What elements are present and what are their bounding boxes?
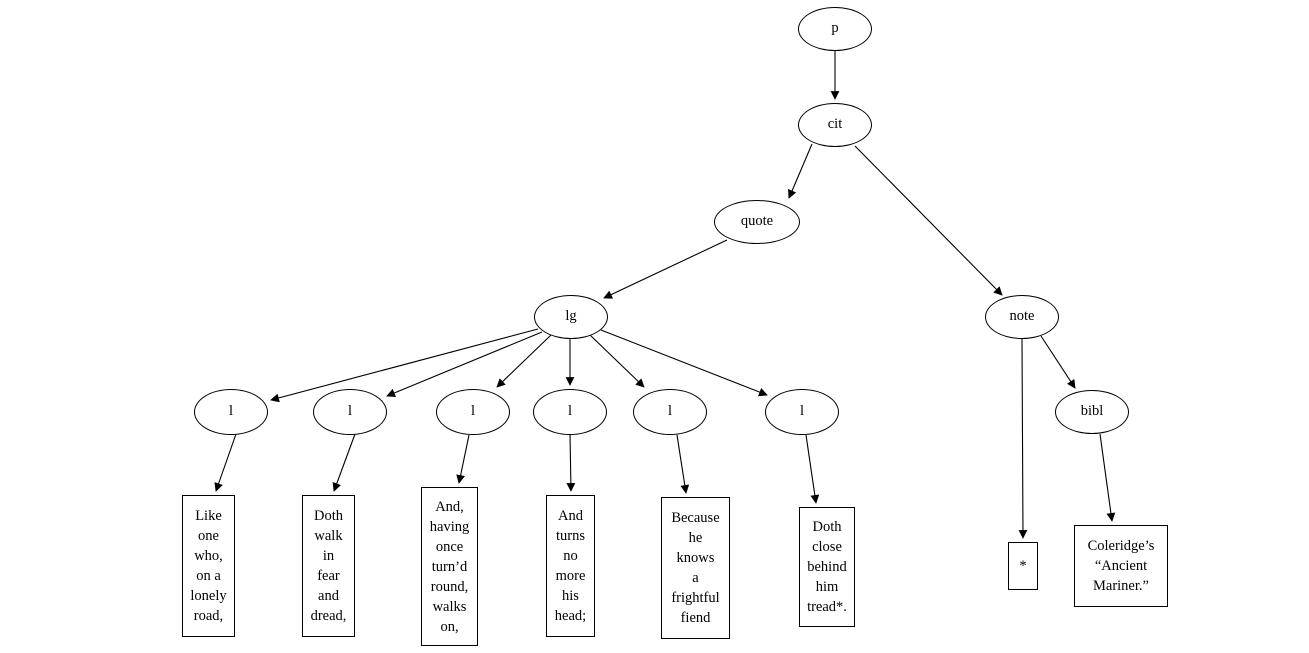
node-l-4: l xyxy=(533,389,607,435)
node-note: note xyxy=(985,295,1059,339)
edge-cit-note xyxy=(854,145,1003,296)
text-leaf-line-4: And turns no more his head; xyxy=(546,495,595,637)
node-lg: lg xyxy=(534,295,608,339)
edge-l4-text xyxy=(566,434,576,492)
text-leaf-line-5: Because he knows a frightful fiend xyxy=(661,497,730,639)
edge-l3-text xyxy=(456,434,470,484)
edge-quote-lg xyxy=(603,239,728,299)
node-l-3: l xyxy=(436,389,510,435)
node-l-6: l xyxy=(765,389,839,435)
edge-lg-l5 xyxy=(589,334,645,388)
node-bibl: bibl xyxy=(1055,390,1129,434)
edge-lg-l2 xyxy=(386,331,543,398)
edge-note-bibl xyxy=(1040,335,1076,389)
node-l-5: l xyxy=(633,389,707,435)
text-leaf-line-6: Doth close behind him tread*. xyxy=(799,507,855,627)
node-p: p xyxy=(798,7,872,51)
edge-lg-l3 xyxy=(496,334,552,388)
edge-bibl-text xyxy=(1099,433,1116,522)
edge-cit-quote xyxy=(788,143,813,199)
edge-l2-text xyxy=(332,433,356,492)
node-quote: quote xyxy=(714,200,800,244)
node-l-2: l xyxy=(313,389,387,435)
edge-lg-l1 xyxy=(270,328,539,403)
text-leaf-line-1: Like one who, on a lonely road, xyxy=(182,495,235,637)
edge-lg-l6 xyxy=(600,329,768,397)
node-cit: cit xyxy=(798,103,872,147)
edge-l1-text xyxy=(214,433,237,492)
text-leaf-bibl: Coleridge’s “Ancient Mariner.” xyxy=(1074,525,1168,607)
edge-l5-text xyxy=(676,434,690,494)
text-leaf-line-2: Doth walk in fear and dread, xyxy=(302,495,355,637)
text-leaf-line-3: And, having once turn’d round, walks on, xyxy=(421,487,478,646)
node-l-1: l xyxy=(194,389,268,435)
text-leaf-note-marker: * xyxy=(1008,542,1038,590)
edge-l6-text xyxy=(805,434,820,504)
edge-note-text xyxy=(1018,338,1028,539)
